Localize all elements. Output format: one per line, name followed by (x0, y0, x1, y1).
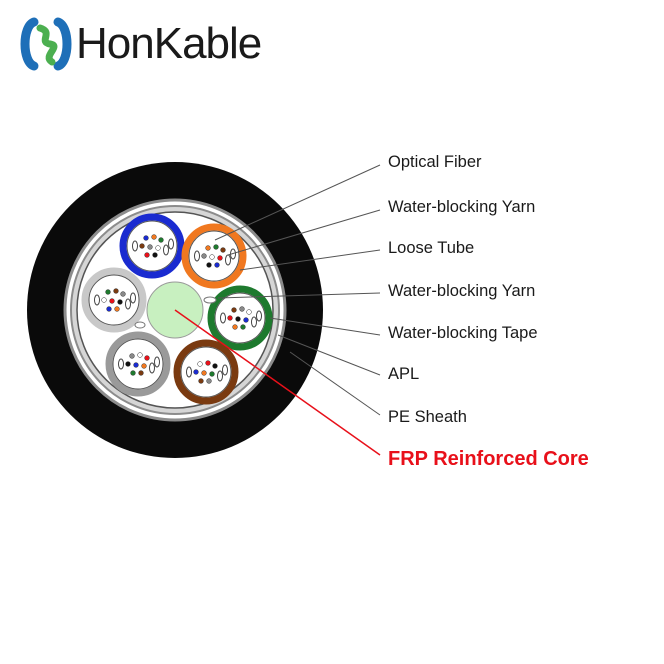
loose-tube-inner-wall (126, 220, 178, 272)
optical-fiber (125, 361, 131, 367)
loose-tube-inner-wall (214, 292, 266, 344)
loose-tube-inner-wall (180, 346, 232, 398)
optical-fiber (206, 378, 212, 384)
optical-fiber (113, 288, 119, 294)
label-pe-sheath: PE Sheath (388, 408, 467, 426)
optical-fiber (152, 252, 158, 258)
tube-water-blocking-yarn (222, 364, 228, 376)
optical-fiber (201, 370, 207, 376)
label-apl: APL (388, 365, 420, 383)
optical-fiber (139, 243, 145, 249)
optical-fiber (133, 362, 139, 368)
optical-fiber (144, 252, 150, 258)
optical-fiber (231, 307, 237, 313)
tube-water-blocking-yarn (256, 310, 262, 322)
tube-water-blocking-yarn (220, 312, 226, 324)
tube-water-blocking-yarn (154, 356, 160, 368)
optical-fiber (214, 262, 220, 268)
tube-water-blocking-yarn (186, 366, 192, 378)
tube-water-blocking-yarn (94, 294, 100, 306)
tube-water-blocking-yarn (194, 250, 200, 262)
leader-water-blocking-yarn-inner (217, 292, 381, 299)
leader-optical-fiber (214, 164, 381, 241)
optical-fiber (197, 361, 203, 367)
leader-loose-tube (239, 249, 381, 271)
label-water-blocking-yarn-outer: Water-blocking Yarn (388, 198, 536, 216)
brand-logo: HonKable (20, 14, 262, 74)
optical-fiber (246, 309, 252, 315)
optical-fiber (106, 306, 112, 312)
tube-water-blocking-yarn (125, 298, 131, 310)
optical-fiber (109, 298, 115, 304)
loose-tube-inner-wall (188, 230, 240, 282)
optical-fiber (212, 363, 218, 369)
optical-fiber (141, 363, 147, 369)
optical-fiber (198, 378, 204, 384)
optical-fiber (239, 306, 245, 312)
optical-fiber (137, 352, 143, 358)
optical-fiber (120, 291, 126, 297)
optical-fiber (243, 317, 249, 323)
optical-fiber (193, 369, 199, 375)
leader-water-blocking-yarn-outer (227, 209, 381, 256)
optical-fiber (232, 324, 238, 330)
tube-water-blocking-yarn (225, 254, 231, 266)
optical-fiber (240, 324, 246, 330)
tube-water-blocking-yarn (168, 238, 174, 250)
optical-fiber (130, 370, 136, 376)
optical-fiber (101, 297, 107, 303)
optical-fiber (129, 353, 135, 359)
leader-pe-sheath (289, 351, 381, 416)
label-water-blocking-yarn-inner: Water-blocking Yarn (388, 282, 536, 300)
optical-fiber (206, 262, 212, 268)
optical-fiber (220, 247, 226, 253)
optical-fiber (205, 245, 211, 251)
water-blocking-yarn (203, 296, 217, 304)
optical-fiber (143, 235, 149, 241)
leader-water-blocking-tape (269, 317, 381, 336)
optical-fiber (144, 355, 150, 361)
optical-fiber (155, 245, 161, 251)
optical-fiber (209, 371, 215, 377)
optical-fiber (147, 244, 153, 250)
tube-water-blocking-yarn (163, 244, 169, 256)
brand-name: HonKable (76, 19, 262, 68)
optical-fiber (201, 253, 207, 259)
leader-apl (277, 334, 381, 376)
optical-fiber (158, 237, 164, 243)
tube-water-blocking-yarn (132, 240, 138, 252)
optical-fiber (205, 360, 211, 366)
optical-fiber (117, 299, 123, 305)
optical-fiber (235, 316, 241, 322)
tube-water-blocking-yarn (251, 316, 257, 328)
loose-tube-inner-wall (112, 338, 164, 390)
tube-water-blocking-yarn (217, 370, 223, 382)
optical-fiber (209, 254, 215, 260)
label-loose-tube: Loose Tube (388, 239, 475, 257)
optical-fiber (151, 234, 157, 240)
loose-tube-inner-wall (88, 274, 140, 326)
tube-water-blocking-yarn (130, 292, 136, 304)
optical-fiber (114, 306, 120, 312)
optical-fiber (105, 289, 111, 295)
label-frp-reinforced-core: FRP Reinforced Core (388, 448, 589, 470)
tube-water-blocking-yarn (118, 358, 124, 370)
honkable-logo-icon (20, 17, 72, 71)
optical-fiber (227, 315, 233, 321)
optical-fiber (138, 370, 144, 376)
water-blocking-yarn (134, 321, 146, 329)
optical-fiber (217, 255, 223, 261)
optical-fiber (213, 244, 219, 250)
label-water-blocking-tape: Water-blocking Tape (388, 324, 538, 342)
leader-frp-core (174, 309, 381, 456)
tube-water-blocking-yarn (149, 362, 155, 374)
label-optical-fiber: Optical Fiber (388, 153, 482, 171)
